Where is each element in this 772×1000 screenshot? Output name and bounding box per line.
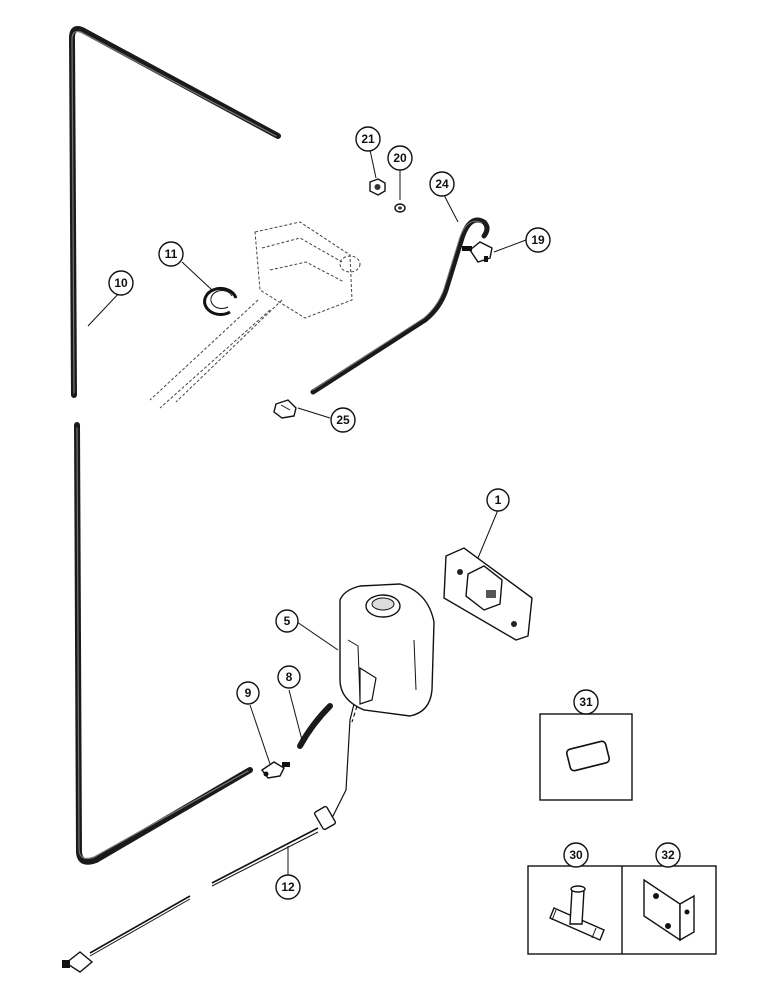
- svg-text:21: 21: [361, 132, 375, 146]
- svg-text:8: 8: [286, 670, 293, 684]
- svg-text:11: 11: [165, 247, 178, 261]
- callout-32: 32: [655, 842, 681, 868]
- svg-text:30: 30: [569, 848, 583, 862]
- callout-12: 12: [275, 874, 301, 900]
- hose-clip: [273, 399, 297, 419]
- callout-11: 11: [158, 241, 184, 267]
- callout-25: 25: [330, 407, 356, 433]
- callout-24: 24: [429, 171, 455, 197]
- nozzle-hose: [310, 217, 490, 395]
- tee-connector: [549, 885, 605, 941]
- short-hose: [297, 703, 333, 749]
- callout-20: 20: [387, 145, 413, 171]
- svg-text:31: 31: [579, 695, 593, 709]
- lock-washer: [394, 203, 406, 213]
- check-valve: [260, 761, 290, 779]
- seal-pad: [565, 740, 611, 772]
- wiring-harness: [62, 703, 358, 973]
- callout-10: 10: [108, 270, 134, 296]
- washer-reservoir: [339, 583, 435, 717]
- svg-text:1: 1: [495, 493, 502, 507]
- callout-8: 8: [277, 665, 301, 689]
- callout-21: 21: [355, 126, 381, 152]
- washer-motor: [149, 221, 361, 409]
- washer-hose-lower: [74, 422, 253, 865]
- inset-box-31: [539, 713, 633, 801]
- mounting-bracket: [443, 547, 533, 641]
- svg-text:5: 5: [284, 614, 291, 628]
- clip-ring: [203, 287, 238, 316]
- callout-9: 9: [236, 681, 260, 705]
- nut: [369, 178, 386, 196]
- leader-lines: [87, 149, 527, 876]
- svg-text:32: 32: [661, 848, 675, 862]
- svg-text:25: 25: [336, 413, 350, 427]
- callout-30: 30: [563, 842, 589, 868]
- svg-text:12: 12: [281, 880, 295, 894]
- inset-box-30-32: [527, 865, 717, 955]
- svg-text:9: 9: [245, 686, 252, 700]
- callout-1: 1: [486, 488, 510, 512]
- angle-bracket: [643, 878, 695, 942]
- svg-text:20: 20: [393, 151, 407, 165]
- washer-nozzle: [462, 241, 493, 263]
- callout-19: 19: [525, 227, 551, 253]
- svg-text:10: 10: [114, 276, 128, 290]
- callout-5: 5: [275, 609, 299, 633]
- svg-text:24: 24: [435, 177, 449, 191]
- svg-text:19: 19: [531, 233, 545, 247]
- callout-31: 31: [573, 689, 599, 715]
- washer-hose-upper: [68, 26, 281, 398]
